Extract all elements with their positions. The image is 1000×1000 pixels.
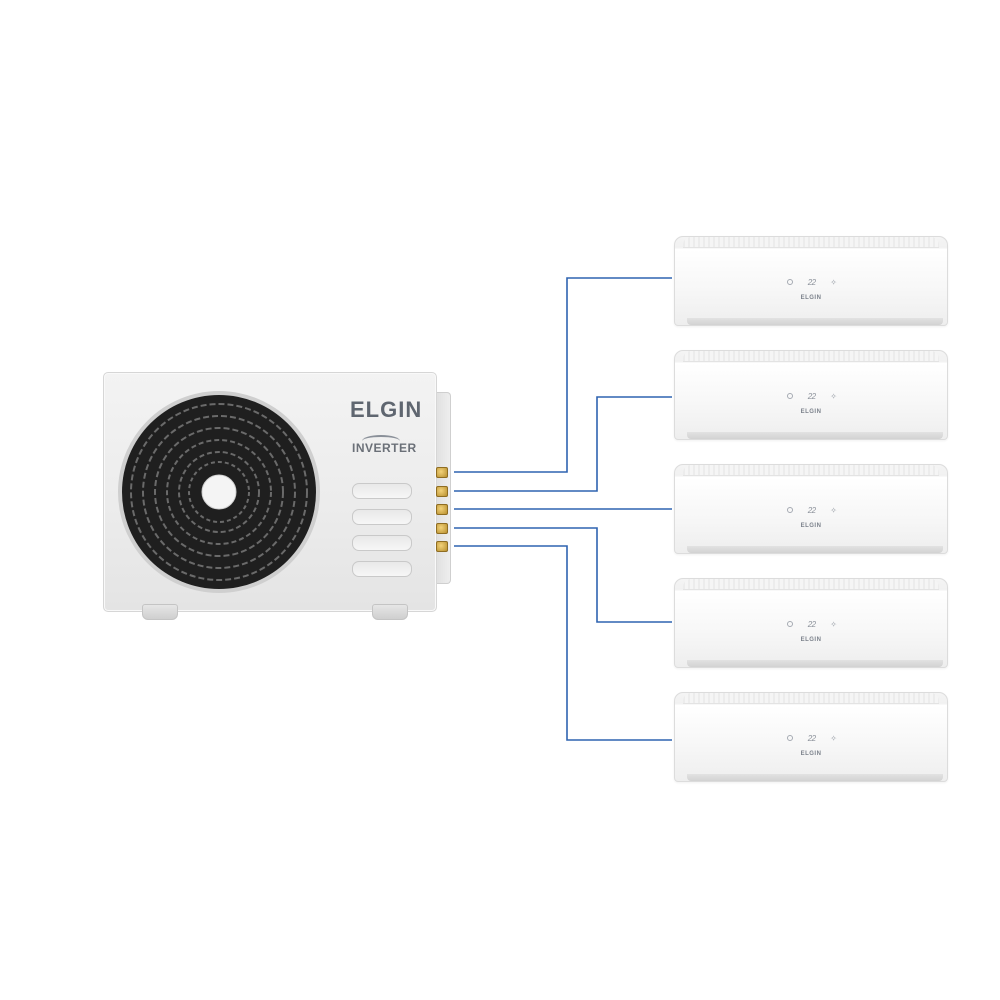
indoor-display: 22 ✧ <box>787 277 837 287</box>
outdoor-unit-foot-right <box>372 604 408 620</box>
indoor-unit-top-grille <box>683 351 939 362</box>
connection-line-2 <box>454 396 672 492</box>
service-valve-icon <box>436 467 448 478</box>
indoor-brand-logo: ELGIN <box>800 409 822 415</box>
indoor-air-vent <box>687 432 943 439</box>
display-temperature: 22 <box>807 733 816 743</box>
indoor-unit-1: 22 ✧ ELGIN <box>674 236 948 326</box>
inverter-logo-arc <box>362 435 400 447</box>
service-valve-icon <box>436 523 448 534</box>
connection-line-5 <box>454 545 672 741</box>
indoor-brand-logo: ELGIN <box>800 637 822 643</box>
snowflake-icon: ✧ <box>830 505 837 515</box>
power-icon <box>787 621 793 627</box>
power-icon <box>787 279 793 285</box>
indoor-brand-logo: ELGIN <box>800 523 822 529</box>
outdoor-brand-logo: ELGIN <box>350 397 423 422</box>
display-temperature: 22 <box>807 277 816 287</box>
indoor-brand-logo: ELGIN <box>800 295 822 301</box>
indoor-display: 22 ✧ <box>787 733 837 743</box>
service-valve-icon <box>436 486 448 497</box>
display-temperature: 22 <box>807 619 816 629</box>
indoor-unit-top-grille <box>683 465 939 476</box>
indoor-unit-4: 22 ✧ ELGIN <box>674 578 948 668</box>
display-temperature: 22 <box>807 505 816 515</box>
indoor-unit-5: 22 ✧ ELGIN <box>674 692 948 782</box>
indoor-unit-top-grille <box>683 579 939 590</box>
outdoor-unit: ELGIN INVERTER <box>103 372 448 612</box>
indoor-display: 22 ✧ <box>787 619 837 629</box>
indoor-display: 22 ✧ <box>787 391 837 401</box>
grille-slot <box>352 535 412 551</box>
indoor-air-vent <box>687 660 943 667</box>
service-valve-icon <box>436 541 448 552</box>
inverter-logo: INVERTER <box>352 441 417 455</box>
power-icon <box>787 735 793 741</box>
snowflake-icon: ✧ <box>830 619 837 629</box>
snowflake-icon: ✧ <box>830 733 837 743</box>
indoor-unit-top-grille <box>683 693 939 704</box>
power-icon <box>787 507 793 513</box>
grille-slot <box>352 561 412 577</box>
outdoor-unit-foot-left <box>142 604 178 620</box>
indoor-display: 22 ✧ <box>787 505 837 515</box>
service-valve-icon <box>436 504 448 515</box>
indoor-air-vent <box>687 546 943 553</box>
connection-line-4 <box>454 527 672 623</box>
indoor-unit-3: 22 ✧ ELGIN <box>674 464 948 554</box>
power-icon <box>787 393 793 399</box>
snowflake-icon: ✧ <box>830 391 837 401</box>
grille-slot <box>352 483 412 499</box>
grille-slot <box>352 509 412 525</box>
display-temperature: 22 <box>807 391 816 401</box>
indoor-unit-2: 22 ✧ ELGIN <box>674 350 948 440</box>
indoor-air-vent <box>687 318 943 325</box>
indoor-brand-logo: ELGIN <box>800 751 822 757</box>
indoor-air-vent <box>687 774 943 781</box>
indoor-unit-top-grille <box>683 237 939 248</box>
connection-line-1 <box>454 277 672 473</box>
snowflake-icon: ✧ <box>830 277 837 287</box>
fan-grille-icon <box>116 389 322 595</box>
